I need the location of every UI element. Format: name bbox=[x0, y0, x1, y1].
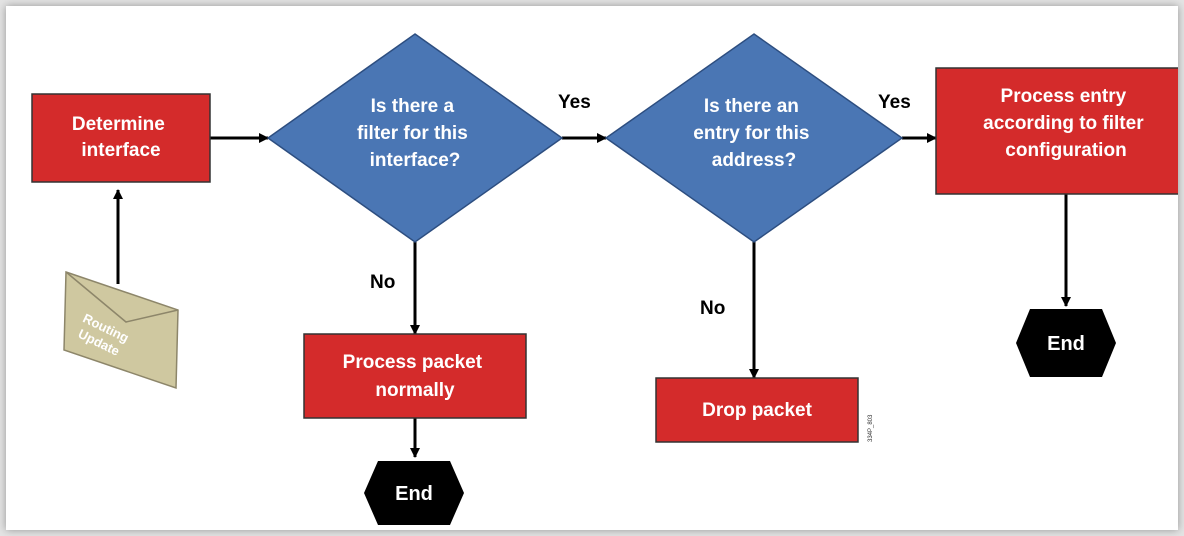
filter-question-line-2: filter for this bbox=[357, 123, 468, 144]
svg-text:Process packet normally: Process packet normally bbox=[343, 352, 488, 401]
svg-text:Is there an entry for th: Is there an entry for this address? bbox=[693, 96, 814, 171]
filter-yes-label: Yes bbox=[558, 92, 591, 113]
svg-text:Drop packet: Drop packet bbox=[702, 400, 812, 421]
filter-question-line-1: Is there a bbox=[371, 96, 455, 117]
entry-no-label: No bbox=[700, 298, 725, 319]
process-entry-box: Process entry according to filter config… bbox=[935, 67, 1178, 195]
filter-no-label: No bbox=[370, 272, 395, 293]
filter-question-line-3: interface? bbox=[370, 150, 461, 171]
routing-update-envelope-icon: Routing Update bbox=[63, 270, 179, 390]
process-normal-line-1: Process packet bbox=[343, 352, 483, 373]
entry-decision-diamond: Is there an entry for this address? bbox=[604, 33, 904, 243]
filter-decision-diamond: Is there a filter for this interface? bbox=[266, 33, 564, 243]
process-entry-line-1: Process entry bbox=[1001, 86, 1127, 107]
process-entry-line-2: according to filter bbox=[983, 113, 1144, 134]
entry-question-line-2: entry for this bbox=[693, 123, 809, 144]
connectors bbox=[113, 133, 1071, 458]
determine-line-1: Determine bbox=[72, 114, 165, 135]
svg-text:Is there a filter for th: Is there a filter for this interface? bbox=[357, 96, 473, 171]
entry-question-line-1: Is there an bbox=[704, 96, 799, 117]
drop-packet-box: Drop packet bbox=[655, 377, 859, 443]
end-terminator-right: End bbox=[1016, 309, 1116, 377]
end-right-label: End bbox=[1047, 333, 1085, 355]
svg-text:Process entry according: Process entry according to filter config… bbox=[983, 86, 1149, 161]
determine-interface-box: Determine interface bbox=[31, 93, 211, 183]
svg-text:Determine interface: Determine interface bbox=[72, 114, 170, 161]
figure-code: 334P_803 bbox=[868, 414, 874, 442]
flowchart: Determine interface Is there a filter fo… bbox=[31, 33, 1178, 525]
entry-yes-label: Yes bbox=[878, 92, 911, 113]
diagram-frame: Determine interface Is there a filter fo… bbox=[6, 6, 1178, 530]
drop-packet-label: Drop packet bbox=[702, 400, 812, 421]
end-terminator-bottom: End bbox=[364, 461, 464, 525]
determine-line-2: interface bbox=[81, 140, 160, 161]
process-entry-line-3: configuration bbox=[1005, 140, 1126, 161]
entry-question-line-3: address? bbox=[712, 150, 796, 171]
end-bottom-label: End bbox=[395, 483, 433, 505]
process-normal-box: Process packet normally bbox=[303, 333, 527, 419]
process-normal-line-2: normally bbox=[375, 380, 455, 401]
